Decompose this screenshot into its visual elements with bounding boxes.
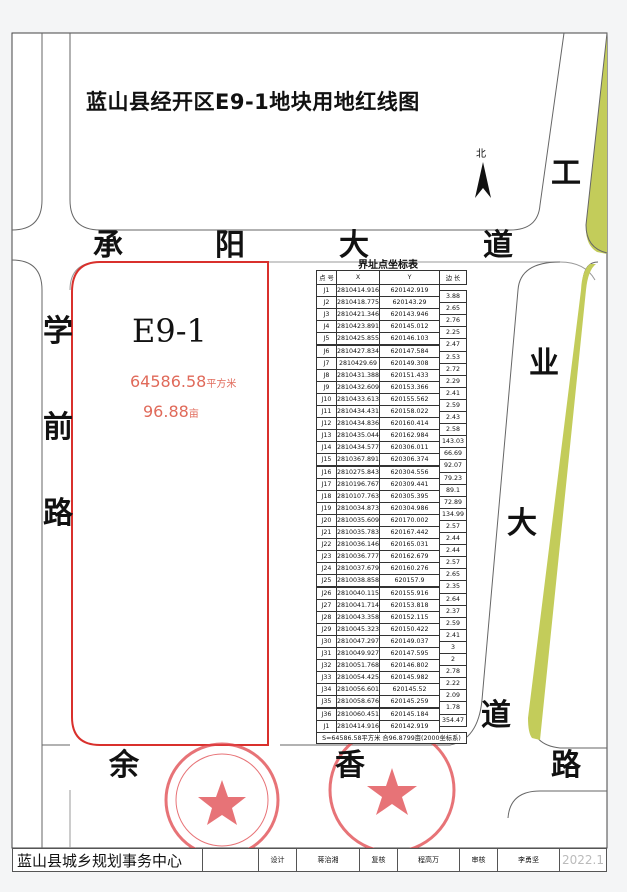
road-label-gongye: 业 (529, 346, 559, 381)
edge-length-cell: 354.47 (439, 713, 467, 727)
road-label-yuxiang: 香 (335, 748, 365, 783)
road-label-gongye: 工 (551, 156, 581, 191)
north-arrow-icon (475, 162, 491, 198)
road-label-xueqian: 路 (43, 496, 73, 531)
footer-reviewer: 程高万 (398, 849, 460, 871)
block-edge (507, 790, 607, 819)
footer-design-label: 设计 (259, 849, 297, 871)
road-label-xueqian: 学 (43, 314, 73, 349)
road-label-gongye: 路 (551, 748, 581, 783)
parcel-id: E9-1 (132, 312, 207, 350)
footer-approve-label: 审核 (460, 849, 498, 871)
area-sqm-unit: 平方米 (206, 379, 237, 390)
north-label: 北 (476, 149, 486, 160)
coord-table-title: 界址点坐标表 (358, 260, 418, 271)
table-header: X (336, 270, 380, 285)
area-mu-value: 96.88 (143, 402, 189, 421)
footer-date: 2022.1 (562, 853, 604, 867)
table-header: Y (379, 270, 440, 285)
green-strip (585, 33, 607, 254)
footer-blank (203, 849, 259, 871)
block-edge (585, 32, 608, 254)
block-edge (11, 259, 43, 848)
road-label-gongye: 大 (507, 506, 537, 541)
road-label-chengyang: 承 (93, 228, 123, 263)
footer-designer: 蒋治湘 (297, 849, 360, 871)
road-label-yuxiang: 余 (109, 748, 139, 783)
parcel-area-mu: 96.88亩 (143, 402, 199, 421)
road-label-chengyang: 阳 (215, 228, 245, 263)
footer-org: 蓝山县城乡规划事务中心 (13, 849, 203, 871)
map-frame (11, 32, 608, 849)
table-header: 点 号 (316, 270, 337, 285)
road-label-gongye: 道 (481, 698, 511, 733)
road-label-chengyang: 大 (339, 228, 369, 263)
title-block: 蓝山县城乡规划事务中心 设计 蒋治湘 复核 程高万 审核 李勇坚 2022.1 (12, 848, 607, 872)
block-edge (11, 33, 43, 231)
edge-length-cell: 2.76 (439, 314, 467, 328)
block-edge (69, 32, 565, 231)
footer-review-label: 复核 (360, 849, 398, 871)
area-sqm-value: 64586.58 (130, 372, 207, 391)
table-header: 边 长 (439, 270, 467, 285)
road-label-xueqian: 前 (43, 410, 73, 445)
area-mu-unit: 亩 (188, 409, 199, 420)
edge-length-cell: 89.1 (439, 483, 467, 497)
table-summary: S=64586.58平方米 合96.8799亩(2000坐标系) (316, 731, 467, 744)
parcel-area-sqm: 64586.58平方米 (130, 372, 236, 391)
road-label-chengyang: 道 (483, 228, 513, 263)
green-strip (528, 264, 596, 740)
footer-approver: 李勇坚 (498, 849, 560, 871)
map-title: 蓝山县经开区E9-1地块用地红线图 (86, 90, 420, 114)
parcel-boundary (71, 261, 269, 746)
